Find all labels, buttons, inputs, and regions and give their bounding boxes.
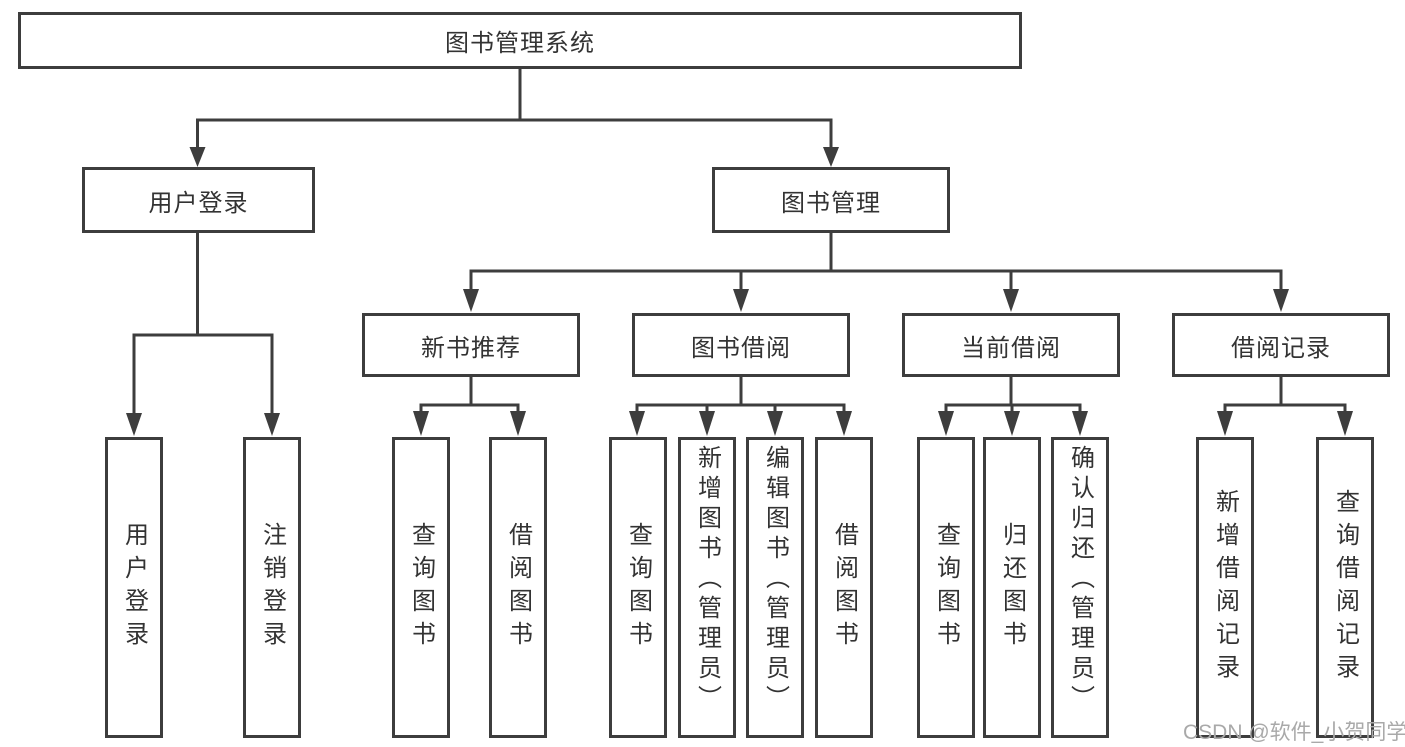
node-book-borrowing: 图书借阅: [632, 313, 850, 377]
node-add-borrow-record: 新增借阅记录: [1196, 437, 1254, 738]
node-query-books-borrowing: 查询图书: [609, 437, 667, 738]
node-book-management-branch: 图书管理: [712, 167, 950, 233]
node-borrow-books-recommend: 借阅图书: [489, 437, 547, 738]
node-query-books-recommend: 查询图书: [392, 437, 450, 738]
node-borrowing-records: 借阅记录: [1172, 313, 1390, 377]
node-query-books-current: 查询图书: [917, 437, 975, 738]
node-edit-books-admin: 编辑图书（管理员）: [746, 437, 804, 738]
node-current-borrowing: 当前借阅: [902, 313, 1120, 377]
node-query-borrow-record: 查询借阅记录: [1316, 437, 1374, 738]
node-user-login-branch: 用户登录: [82, 167, 315, 233]
node-return-books: 归还图书: [983, 437, 1041, 738]
node-borrow-books: 借阅图书: [815, 437, 873, 738]
watermark: CSDN @软件_小贺同学: [1183, 721, 1405, 744]
node-add-books-admin: 新增图书（管理员）: [678, 437, 736, 738]
node-user-login: 用户登录: [105, 437, 163, 738]
node-logout: 注销登录: [243, 437, 301, 738]
arrow-heads: [126, 147, 1353, 436]
node-new-book-recommendation: 新书推荐: [362, 313, 580, 377]
node-confirm-return-admin: 确认归还（管理员）: [1051, 437, 1109, 738]
node-library-management-system: 图书管理系统: [18, 12, 1022, 69]
